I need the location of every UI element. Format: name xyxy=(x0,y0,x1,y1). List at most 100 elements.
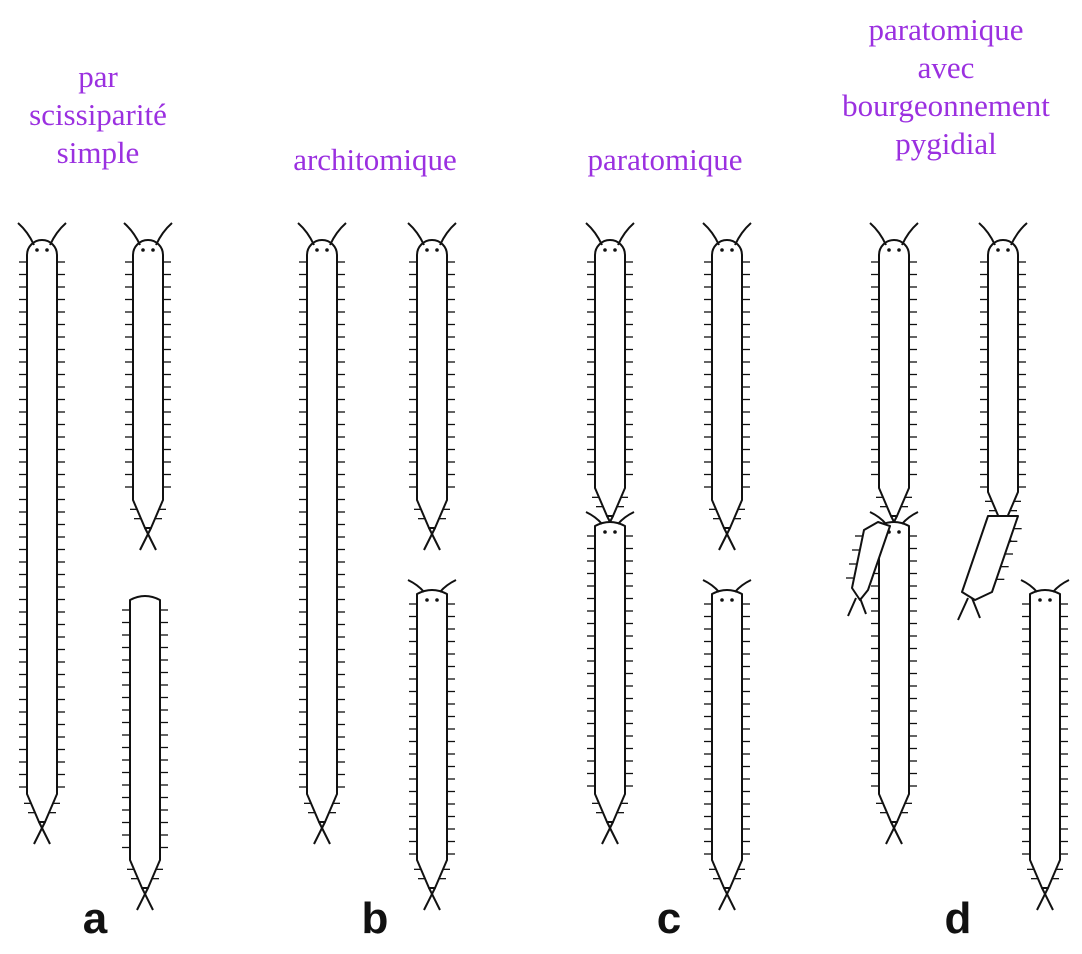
eye xyxy=(603,248,607,252)
eye xyxy=(315,248,319,252)
cirrus xyxy=(142,888,153,910)
worm-b-intact xyxy=(298,223,346,844)
eye xyxy=(425,598,429,602)
panel-letter-d: d xyxy=(938,897,978,941)
worm-a-anterior xyxy=(124,223,172,550)
panel-letter-a: a xyxy=(75,897,115,941)
antenna xyxy=(703,580,719,592)
cirrus xyxy=(429,888,440,910)
antenna xyxy=(586,512,602,524)
panel-letter-c: c xyxy=(649,897,689,941)
body-outline xyxy=(417,590,447,888)
body-outline xyxy=(417,240,447,528)
antenna xyxy=(408,580,424,592)
cirrus xyxy=(39,822,50,844)
antenna xyxy=(586,223,602,245)
eye xyxy=(35,248,39,252)
panel-letter-b: b xyxy=(355,897,395,941)
eye xyxy=(141,248,145,252)
worm-b-anterior xyxy=(408,223,456,550)
antenna xyxy=(902,512,918,524)
antenna xyxy=(298,223,314,245)
eye xyxy=(435,248,439,252)
body-outline xyxy=(133,240,163,528)
body-outline xyxy=(130,596,160,888)
cirrus xyxy=(602,822,613,844)
cirrus xyxy=(607,822,618,844)
body-outline xyxy=(879,522,909,822)
worm-c-anterior xyxy=(703,223,751,550)
antenna xyxy=(124,223,140,245)
worm-c-posterior-zooid xyxy=(586,512,634,844)
cirrus xyxy=(424,528,435,550)
cirrus xyxy=(140,528,151,550)
cirrus xyxy=(724,888,735,910)
cirrus xyxy=(958,598,980,620)
antenna xyxy=(618,223,634,245)
body-outline xyxy=(879,240,909,516)
antenna xyxy=(156,223,172,245)
eye xyxy=(613,248,617,252)
worm-c-posterior xyxy=(703,580,751,910)
cirrus xyxy=(319,822,330,844)
eye xyxy=(996,248,1000,252)
antenna xyxy=(735,223,751,245)
eye xyxy=(151,248,155,252)
cirrus xyxy=(424,888,435,910)
cirrus xyxy=(34,822,45,844)
antenna xyxy=(1053,580,1069,592)
body-outline xyxy=(712,590,742,888)
worm-b-posterior xyxy=(408,580,456,910)
worm-a-intact xyxy=(18,223,66,844)
eye xyxy=(45,248,49,252)
cirrus xyxy=(891,822,902,844)
eye xyxy=(1006,248,1010,252)
worm-d-anterior xyxy=(979,223,1027,542)
cirrus xyxy=(137,888,148,910)
worm-c-anterior-zooid xyxy=(586,223,634,538)
antenna xyxy=(1021,580,1037,592)
eye xyxy=(887,248,891,252)
eye xyxy=(1038,598,1042,602)
tail-outline xyxy=(962,516,1018,600)
antenna xyxy=(18,223,34,245)
antenna xyxy=(703,223,719,245)
body-outline xyxy=(988,240,1018,520)
cirrus xyxy=(719,888,730,910)
eye xyxy=(325,248,329,252)
eye xyxy=(730,598,734,602)
cirrus xyxy=(724,528,735,550)
bent-tail xyxy=(958,516,1022,620)
eye xyxy=(435,598,439,602)
antenna xyxy=(440,580,456,592)
antenna xyxy=(979,223,995,245)
body-outline xyxy=(1030,590,1060,888)
cirrus xyxy=(886,822,897,844)
eye xyxy=(897,530,901,534)
body-outline xyxy=(27,240,57,822)
cirrus xyxy=(314,822,325,844)
eye xyxy=(720,248,724,252)
antenna xyxy=(50,223,66,245)
eye xyxy=(425,248,429,252)
eye xyxy=(603,530,607,534)
cirrus xyxy=(145,528,156,550)
cirrus xyxy=(429,528,440,550)
antenna xyxy=(735,580,751,592)
antenna xyxy=(330,223,346,245)
worm-a-posterior xyxy=(122,596,168,910)
cirrus xyxy=(719,528,730,550)
eye xyxy=(897,248,901,252)
eye xyxy=(1048,598,1052,602)
eye xyxy=(613,530,617,534)
body-outline xyxy=(595,522,625,822)
antenna xyxy=(408,223,424,245)
antenna xyxy=(902,223,918,245)
eye xyxy=(720,598,724,602)
cirrus xyxy=(1042,888,1053,910)
cirrus xyxy=(848,598,866,616)
body-outline xyxy=(307,240,337,822)
cirrus xyxy=(1037,888,1048,910)
antenna xyxy=(618,512,634,524)
